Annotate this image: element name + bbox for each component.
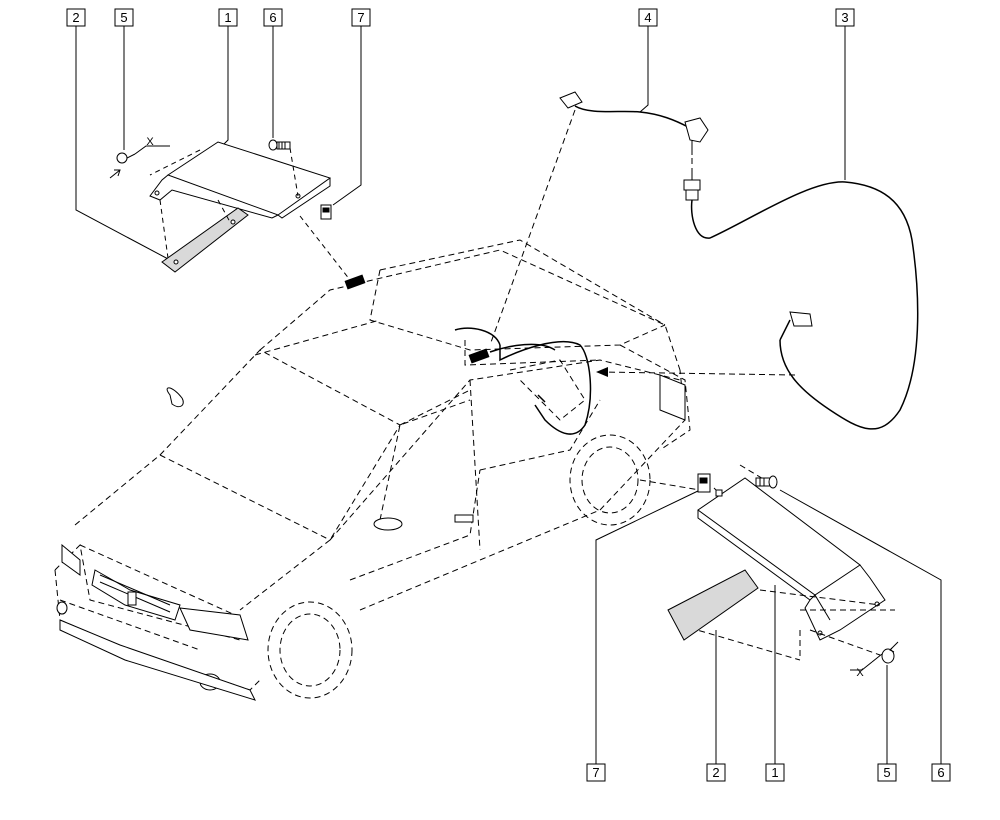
callout-box-bottom-1: 1	[765, 763, 785, 782]
top-clip-7	[320, 204, 332, 220]
callout-box-top-3: 3	[835, 8, 855, 27]
callout-label: 7	[592, 765, 599, 780]
car-antenna-cable	[454, 327, 592, 435]
callout-label: 6	[269, 10, 276, 25]
callout-box-top-2: 2	[66, 8, 86, 27]
antenna-cable-4	[559, 91, 709, 155]
callout-label: 3	[841, 10, 848, 25]
callout-box-top-6: 6	[263, 8, 283, 27]
callout-box-bottom-6: 6	[931, 763, 951, 782]
top-bolt-5	[109, 145, 170, 179]
top-adhesive-pad	[161, 207, 249, 273]
bottom-adhesive-pad	[667, 569, 759, 641]
callout-label: 4	[644, 10, 651, 25]
callout-label: 5	[120, 10, 127, 25]
top-bolt-6	[268, 139, 291, 151]
callout-label: 2	[712, 765, 719, 780]
x-marker-top: X	[146, 136, 154, 148]
car-inner-trim	[464, 340, 601, 421]
assembly-dashes	[489, 109, 895, 661]
callout-label: 7	[357, 10, 364, 25]
callout-label: 1	[771, 765, 778, 780]
cable-arrow-icon	[596, 367, 608, 377]
callout-box-bottom-5: 5	[877, 763, 897, 782]
callout-box-top-4: 4	[638, 8, 658, 27]
callout-box-bottom-2: 2	[706, 763, 726, 782]
callout-box-top-1: 1	[218, 8, 238, 27]
callout-label: 2	[72, 10, 79, 25]
bottom-mounting-plate	[697, 477, 886, 641]
x-marker-bottom: X	[856, 667, 864, 679]
callout-label: 1	[224, 10, 231, 25]
car-details	[56, 274, 686, 701]
callout-label: 6	[937, 765, 944, 780]
leader-lines	[75, 26, 942, 764]
top-assembly-dashes	[149, 147, 351, 281]
bottom-bolt-5	[850, 641, 899, 671]
bottom-bolt-6	[755, 475, 778, 489]
bottom-clip-7	[697, 473, 723, 497]
callout-label: 5	[883, 765, 890, 780]
cable-3	[683, 170, 919, 430]
car-outline	[54, 239, 691, 699]
callout-box-top-5: 5	[114, 8, 134, 27]
top-mounting-plate	[149, 141, 332, 219]
callout-box-bottom-7: 7	[586, 763, 606, 782]
callout-box-top-7: 7	[351, 8, 371, 27]
